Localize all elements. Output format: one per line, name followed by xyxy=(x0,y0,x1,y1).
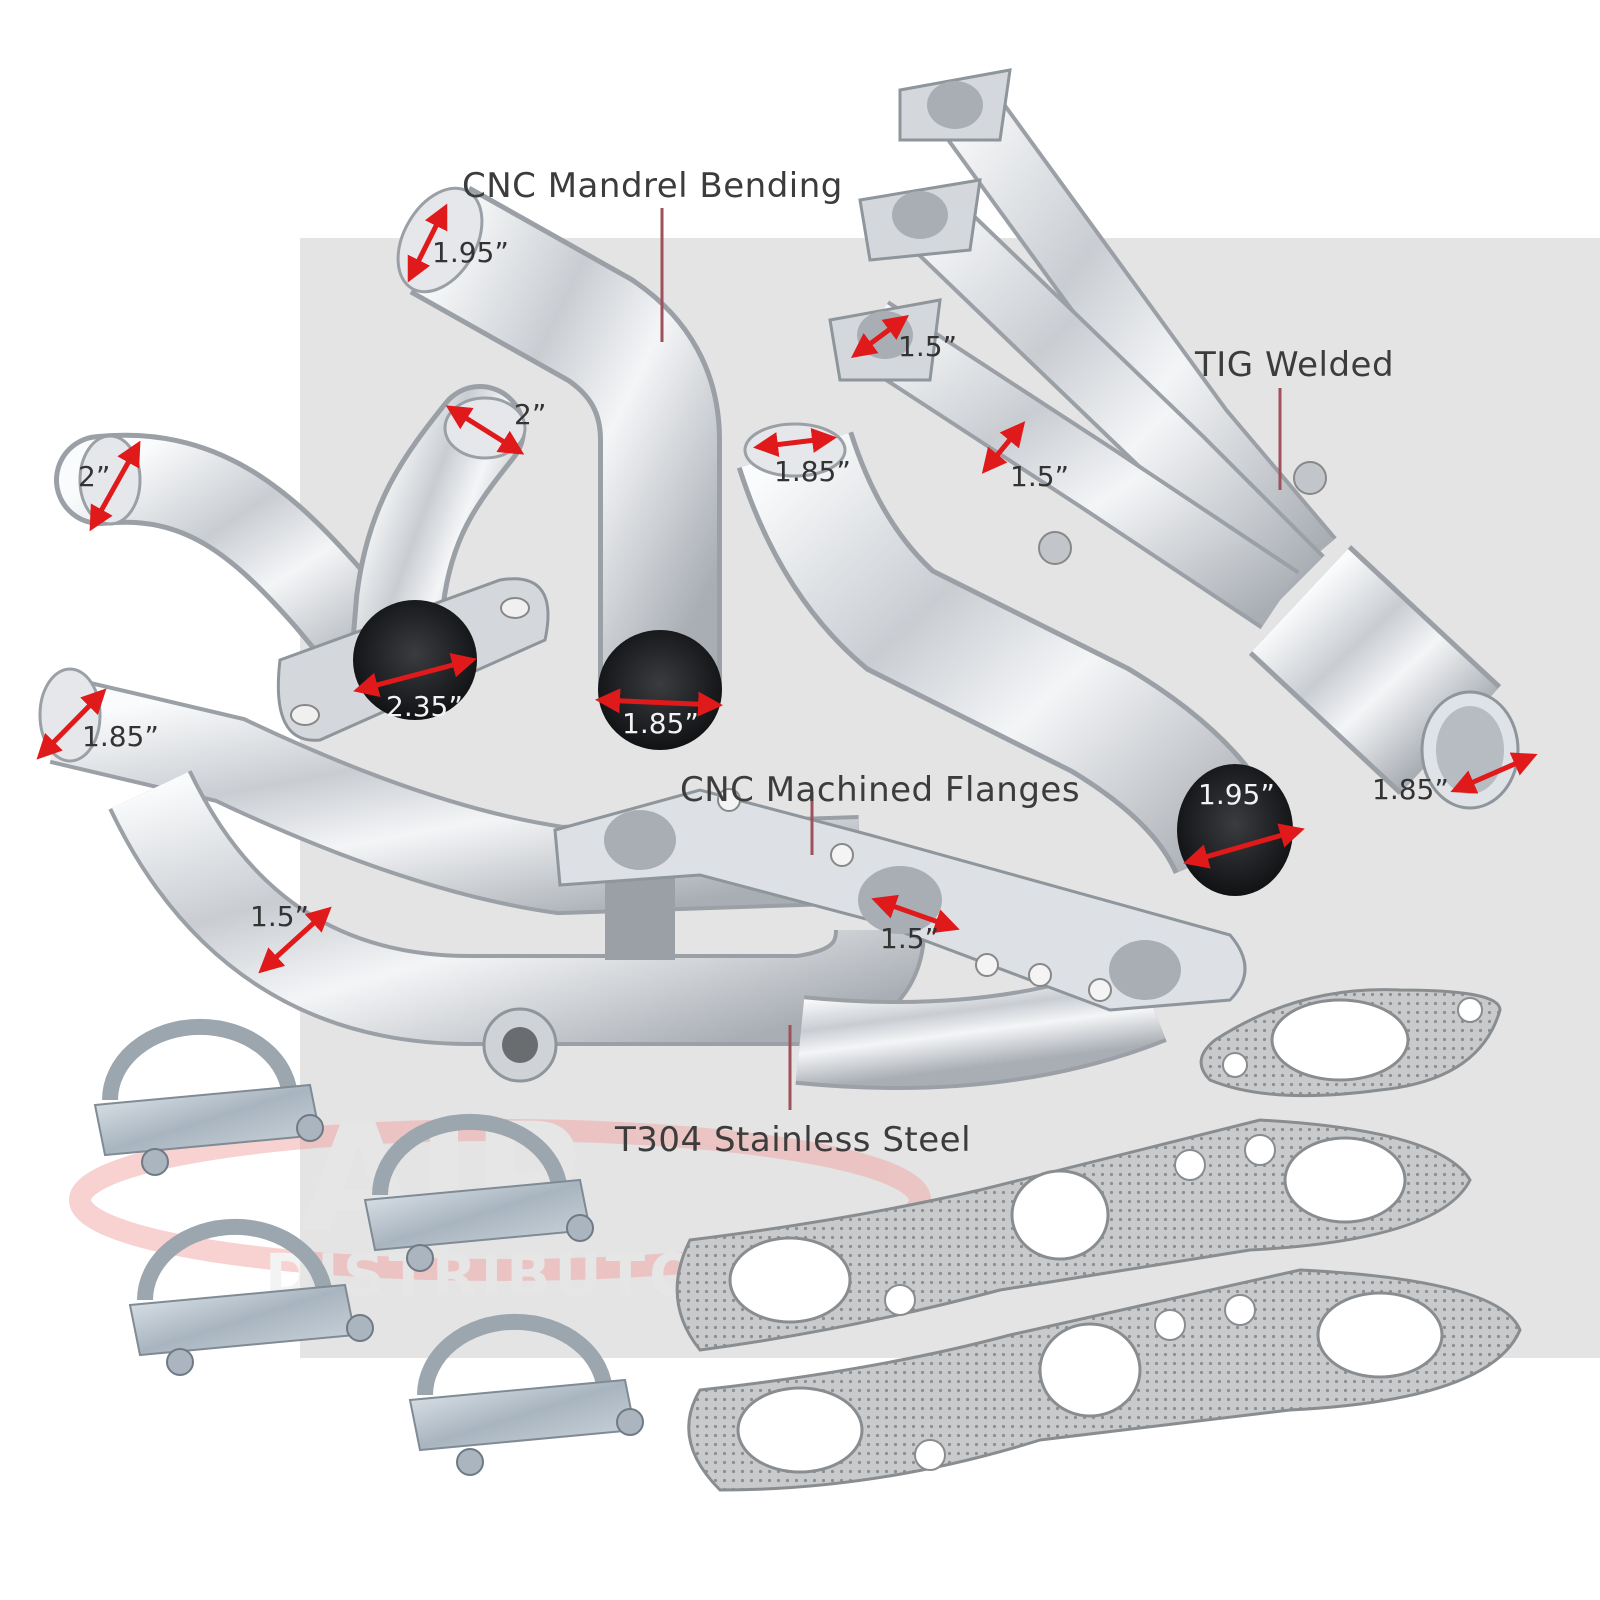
callout-cnc-machined-flanges: CNC Machined Flanges xyxy=(680,770,1081,810)
dim-label-left-pipe-inlet: 2” xyxy=(78,460,111,493)
clamp-4 xyxy=(408,1313,644,1476)
callout-tig-welded: TIG Welded xyxy=(1195,345,1395,385)
dim-label-mid-pipe-outlet: 1.85” xyxy=(622,707,699,740)
gasket-large-2 xyxy=(687,1268,1522,1492)
dim-label-right-pipe-inlet: 1.85” xyxy=(774,455,851,488)
dim-label-lower-header-primary: 1.5” xyxy=(250,900,310,933)
upper-header xyxy=(828,68,1520,810)
dim-label-lower-header-collector: 1.85” xyxy=(82,720,159,753)
callout-t304-stainless-steel: T304 Stainless Steel xyxy=(615,1120,972,1160)
gasket-large-1 xyxy=(675,1118,1472,1352)
callout-cnc-mandrel-bending: CNC Mandrel Bending xyxy=(462,166,843,206)
dim-label-header-primary-mid: 1.5” xyxy=(1010,460,1070,493)
dim-label-left-pipe-branch: 2” xyxy=(514,398,547,431)
dim-label-header-primary-top: 1.5” xyxy=(898,330,958,363)
dim-label-upper-header-outlet: 1.85” xyxy=(1372,773,1449,806)
callout-leaders xyxy=(660,208,1282,1110)
clamp-2 xyxy=(363,1113,594,1272)
dimension-arrows xyxy=(36,203,1538,974)
dim-label-right-pipe-outlet: 1.95” xyxy=(1198,778,1275,811)
dim-label-flange-bore: 2.35” xyxy=(386,690,463,723)
gasket-small xyxy=(1199,988,1502,1098)
clamp-3 xyxy=(128,1218,374,1376)
clamp-1 xyxy=(93,1018,324,1176)
dim-label-flange-port: 1.5” xyxy=(880,922,940,955)
dim-label-mid-pipe-inlet: 1.95” xyxy=(432,236,509,269)
